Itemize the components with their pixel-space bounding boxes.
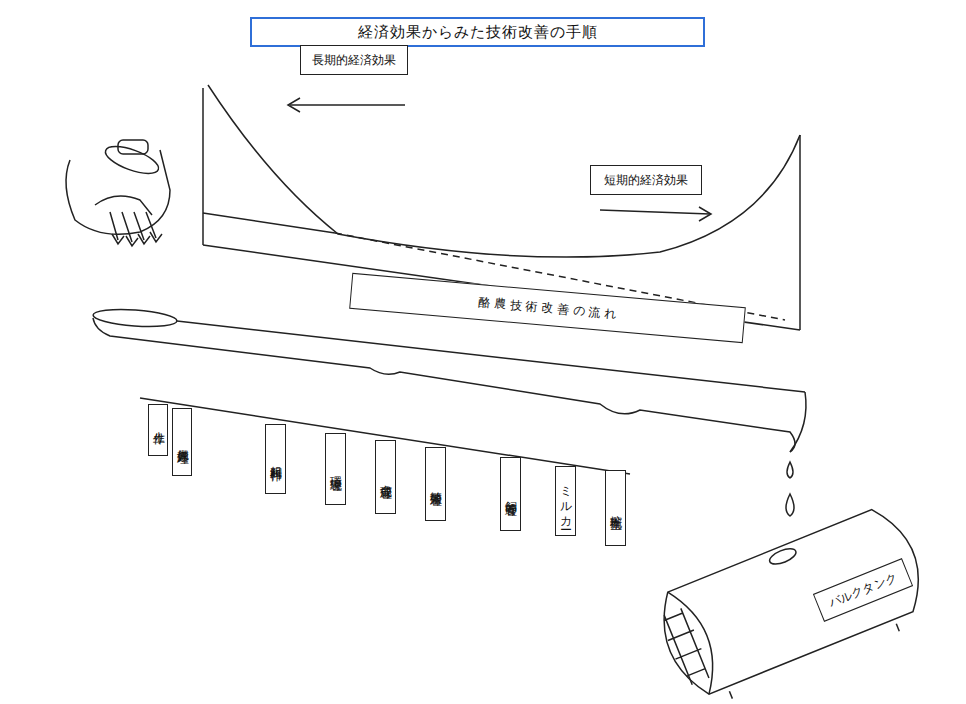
node-text: 飼養管理 (502, 492, 519, 496)
arrow-line (290, 104, 405, 106)
item-box: 糞尿処理 (172, 408, 192, 476)
item-box: 飼養管理 (500, 457, 521, 531)
item-box: 繁殖管理 (425, 447, 446, 521)
item-box: 粗飼料作 (265, 424, 286, 494)
tank-ladder (659, 607, 713, 687)
node-text: 酪 農 技 術 改 善 の 流 れ (478, 293, 617, 322)
bucket (66, 150, 170, 234)
tank-label-box: バルクタンク (813, 558, 913, 622)
arrow-head (699, 207, 711, 221)
item-box: ミルカー (555, 466, 576, 536)
tank-hatch (768, 546, 798, 568)
bucket-rim (102, 141, 161, 179)
trough-end (790, 392, 806, 452)
milk-drop (786, 494, 794, 516)
trough-end (93, 307, 178, 329)
item-box: 土作り (148, 404, 168, 456)
node-text: ミルカー (557, 478, 574, 524)
effect-curve (208, 85, 800, 257)
tank-leg (896, 624, 899, 631)
node-text: 環境管理 (327, 467, 344, 471)
node-text: バルクタンク (826, 569, 899, 612)
item-box: 環境管理 (325, 433, 346, 505)
label-box: 短期的経済効果 (590, 165, 702, 195)
tank-end (668, 585, 728, 694)
tank-leg (729, 691, 732, 698)
tank-body (649, 501, 934, 701)
base-line (203, 213, 335, 233)
node-text: 長期的経済効果 (312, 52, 396, 69)
milk-drop (787, 462, 793, 478)
hand (95, 196, 156, 242)
node-text: 短期的経済効果 (604, 172, 688, 189)
node-text: 育成管理 (377, 475, 394, 479)
arrow-head (288, 98, 300, 112)
arrow-line (600, 210, 710, 214)
node-text: 粗飼料作 (267, 457, 284, 461)
item-box: 搾乳衛生 (605, 470, 626, 546)
label-box: 長期的経済効果 (300, 45, 408, 75)
node-text: 糞尿処理 (174, 440, 191, 444)
node-text: 土作り (150, 422, 167, 439)
frame-line (799, 135, 801, 330)
bulk-tank (649, 501, 938, 704)
flow-label-box: 酪 農 技 術 改 善 の 流 れ (349, 273, 746, 343)
item-box: 育成管理 (375, 440, 396, 514)
bucket-handle (118, 140, 148, 154)
pour-arrows (112, 232, 162, 246)
diagram-title: 経済効果からみた技術改善の手順 (250, 17, 705, 47)
node-text: 繁殖管理 (427, 482, 444, 486)
node-text: 搾乳衛生 (607, 506, 624, 510)
frame-line (202, 88, 204, 245)
